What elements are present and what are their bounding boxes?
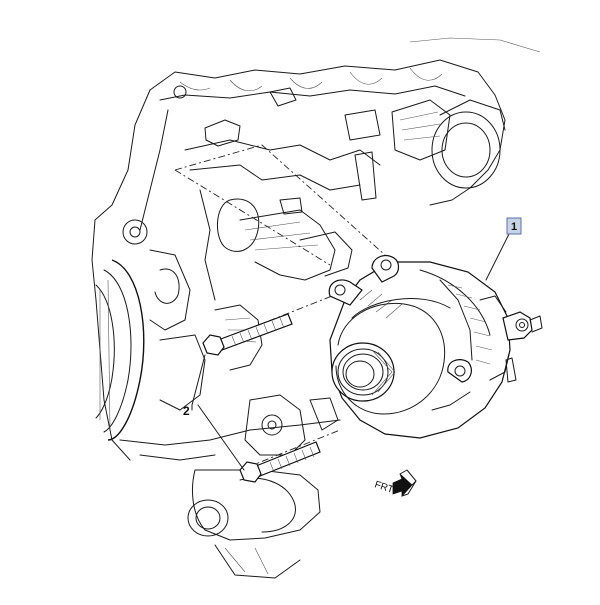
engine-block-drawing: [91, 37, 541, 579]
callout-alternator: 1: [485, 217, 522, 281]
bolt-lower: [239, 441, 321, 483]
callout-bolts: 2: [183, 354, 245, 471]
callout-box-alternator: [506, 217, 522, 235]
front-direction-marker: FRT: [373, 469, 417, 498]
frt-label: FRT: [373, 479, 395, 495]
alternator: [328, 255, 543, 439]
front-direction-arrow-icon: [392, 473, 413, 498]
callout-number-bolts: 2: [183, 404, 190, 418]
bolt-upper: [202, 313, 293, 356]
callout-number-alternator: 1: [511, 221, 517, 233]
